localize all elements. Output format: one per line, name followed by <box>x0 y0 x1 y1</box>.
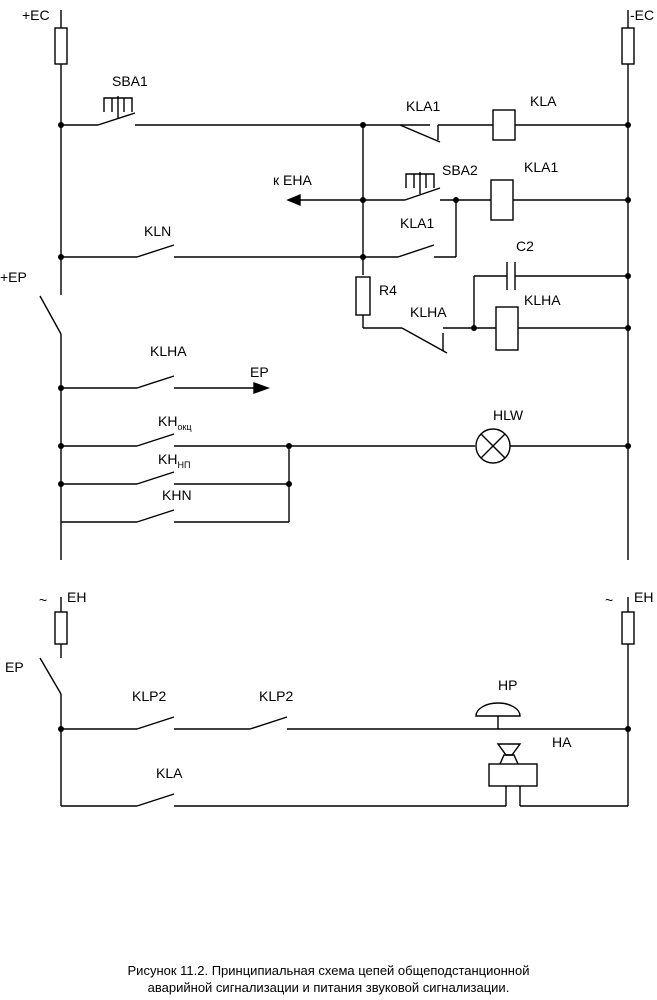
left-ec-bus <box>54 10 68 295</box>
coil-klha <box>474 306 628 351</box>
label-eh-right: EH <box>634 589 653 605</box>
caption-line-2: аварийной сигнализации и питания звуково… <box>147 980 510 995</box>
label-kln: KLN <box>144 223 171 239</box>
label-klha-ep: KLHA <box>150 343 187 359</box>
label-tilde-left: ~ <box>39 592 47 608</box>
left-eh-bus <box>39 597 68 806</box>
label-klha-coil: KLHA <box>524 292 561 308</box>
label-klp2-a: KLP2 <box>132 688 166 704</box>
label-ep-switch: EP <box>5 659 24 675</box>
label-c2: C2 <box>516 238 534 254</box>
row-kh-okc <box>61 428 628 464</box>
figure-caption: Рисунок 11.2. Принципиальная схема цепей… <box>20 962 637 996</box>
label-khn: KHN <box>162 487 192 503</box>
row-sba2 <box>286 172 628 221</box>
junction-dots-upper <box>58 122 631 487</box>
right-ec-bus <box>621 10 635 560</box>
label-kla1-contact: KLA1 <box>400 215 434 231</box>
label-hp: HP <box>498 677 517 693</box>
label-hlw: HLW <box>493 407 524 423</box>
label-plus-ec: +EC <box>22 7 50 23</box>
label-kla-bottom: KLA <box>156 765 183 781</box>
row-kln <box>61 200 457 258</box>
row-klha-ep <box>61 375 271 394</box>
label-kh-okc: KHокц <box>158 413 192 432</box>
label-klha-contact: KLHA <box>410 304 447 320</box>
right-eh-bus <box>621 597 635 806</box>
label-kh-np: KHНП <box>158 451 190 470</box>
label-tilde-right: ~ <box>605 592 613 608</box>
label-to-eha: к EHA <box>273 172 312 188</box>
row-sba1 <box>61 96 628 143</box>
label-kla: KLA <box>530 93 557 109</box>
ep-source-switch <box>39 295 62 560</box>
label-ha: HA <box>552 734 572 750</box>
resistor-r4 <box>355 276 474 354</box>
label-sba2: SBA2 <box>442 162 478 178</box>
label-sba1: SBA1 <box>112 73 148 89</box>
label-kla1-coil: KLA1 <box>524 159 558 175</box>
label-r4: R4 <box>379 282 397 298</box>
label-eh-left: EH <box>67 589 86 605</box>
label-klp2-b: KLP2 <box>259 688 293 704</box>
row-kh-np <box>61 471 289 485</box>
capacitor-c2 <box>473 262 628 328</box>
label-ep-arrow: EP <box>250 364 269 380</box>
junction-dots-lower <box>58 726 631 732</box>
label-kla1-top: KLA1 <box>406 98 440 114</box>
label-minus-ec: -EC <box>630 7 654 23</box>
row-kla-ha <box>61 743 628 807</box>
row-klp2 <box>61 702 628 730</box>
label-plus-ep: +EP <box>0 269 27 285</box>
caption-line-1: Рисунок 11.2. Принципиальная схема цепей… <box>127 963 530 978</box>
